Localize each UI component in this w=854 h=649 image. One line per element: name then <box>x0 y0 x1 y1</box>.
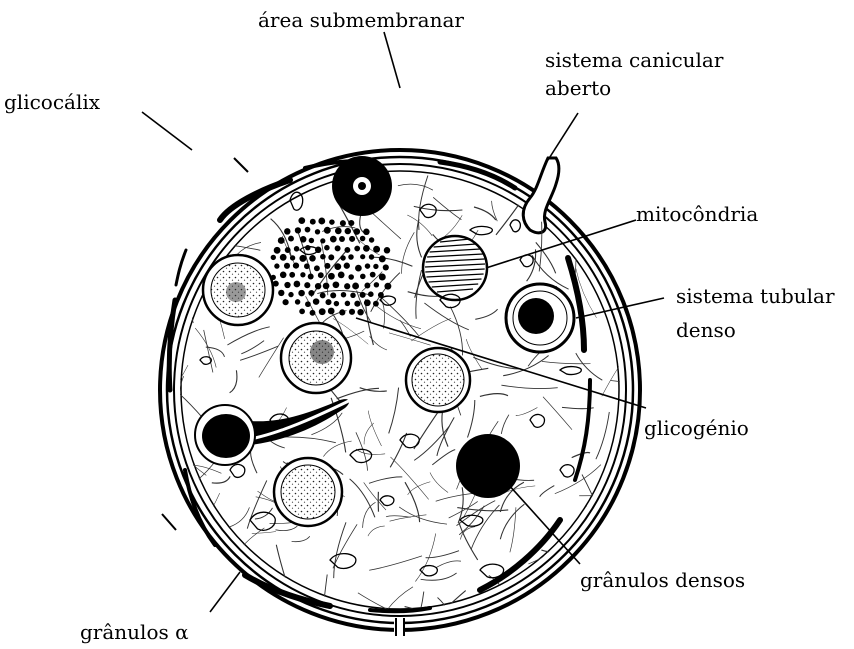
dense-granule-top <box>332 156 392 216</box>
alpha-granule <box>406 348 470 412</box>
leader-mitochondria <box>486 220 636 268</box>
label-dense-tubular-system: sistema tubular denso <box>676 284 835 342</box>
leader-dense-granules <box>508 484 580 564</box>
mitochondrion <box>423 236 487 300</box>
label-dense-granules: grânulos densos <box>580 568 745 592</box>
label-glycocalyx: glicocálix <box>4 90 100 114</box>
label-alpha-granules: grânulos α <box>80 620 189 644</box>
plasma-membrane <box>160 150 640 630</box>
label-glycogen: glicogénio <box>644 416 749 440</box>
glycogen-granules <box>271 217 392 315</box>
dense-granule-large <box>456 434 520 498</box>
label-open-canalicular-system: sistema canicular aberto <box>545 48 723 100</box>
membrane-openings <box>162 151 404 636</box>
label-mitochondria: mitocôndria <box>636 202 758 226</box>
leader-canalicular <box>548 113 578 160</box>
alpha-granule <box>274 458 342 526</box>
leader-alpha-granules <box>210 572 240 612</box>
alpha-granule <box>281 323 351 393</box>
leader-glycogen <box>356 318 646 408</box>
dense-granule-halo <box>506 284 574 352</box>
alpha-granule <box>203 255 273 325</box>
leader-glycocalyx <box>142 112 192 150</box>
leader-submembrane <box>384 32 400 88</box>
label-submembrane-area: área submembranar <box>258 8 464 32</box>
tailed-granule <box>195 398 355 465</box>
